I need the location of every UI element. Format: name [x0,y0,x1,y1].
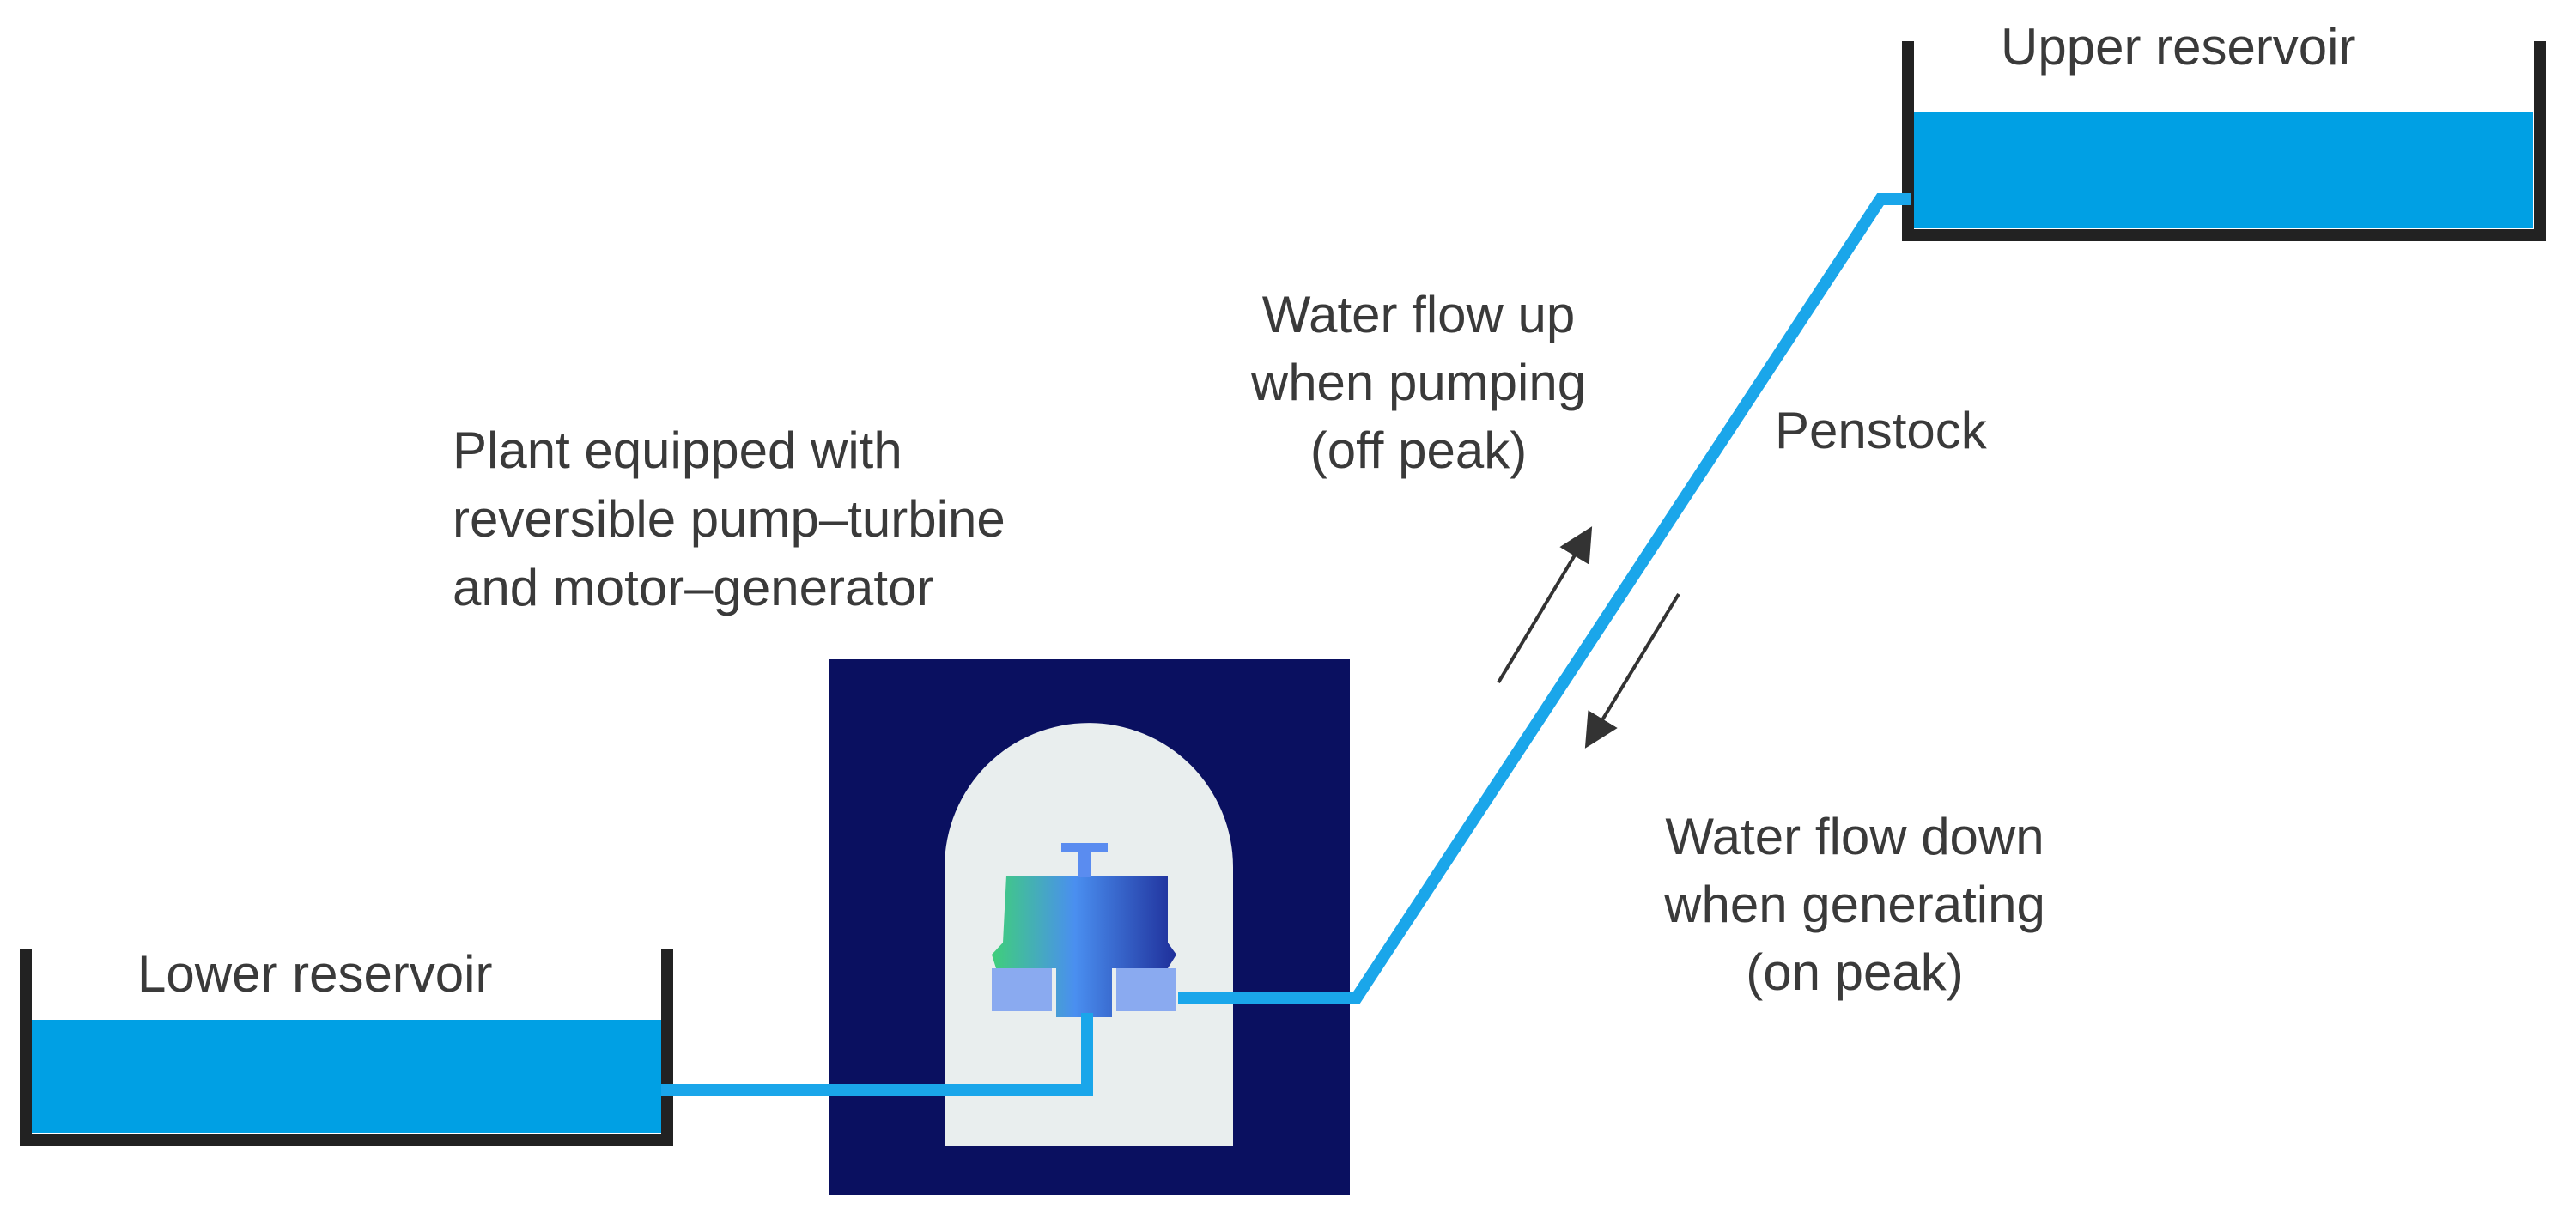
flow-down-line-3: (on peak) [1746,943,1963,1001]
lower-reservoir-walls [20,949,673,1146]
pump-turbine-machine [992,843,1176,1017]
upper-reservoir-label: Upper reservoir [2001,18,2355,76]
flow-down-line-2: when generating [1663,876,2045,933]
flow-down-line-1: Water flow down [1665,808,2044,865]
flow-up-line-3: (off peak) [1310,422,1527,479]
pipes [661,193,1911,1096]
upper-reservoir-water [1908,112,2533,228]
flow-down-label: Water flow down when generating (on peak… [1663,808,2045,1001]
penstock-pipe [1178,193,1911,1004]
machine-base-right [1116,968,1176,1011]
penstock-label: Penstock [1775,402,1988,459]
flow-up-arrow [1497,526,1593,684]
flow-up-line-2: when pumping [1250,354,1586,411]
machine-body [992,876,1176,1017]
machine-valve-handle [1061,843,1108,852]
lower-reservoir: Lower reservoir [20,945,673,1146]
plant-label-line-3: and motor–generator [453,559,933,616]
flow-up-label: Water flow up when pumping (off peak) [1250,286,1586,479]
machine-base-left [992,968,1052,1011]
lower-pipe [661,1013,1093,1096]
upper-reservoir: Upper reservoir [1902,18,2546,241]
power-plant [829,659,1350,1195]
lower-reservoir-water [26,1020,661,1133]
upper-reservoir-walls [1902,41,2546,241]
plant-label: Plant equipped with reversible pump–turb… [453,422,1005,616]
flow-up-line-1: Water flow up [1262,286,1576,343]
plant-label-line-1: Plant equipped with [453,422,902,479]
plant-label-line-2: reversible pump–turbine [453,490,1005,548]
machine-shaft [1078,848,1091,877]
lower-reservoir-label: Lower reservoir [137,945,492,1003]
flow-down-arrow [1584,592,1680,749]
